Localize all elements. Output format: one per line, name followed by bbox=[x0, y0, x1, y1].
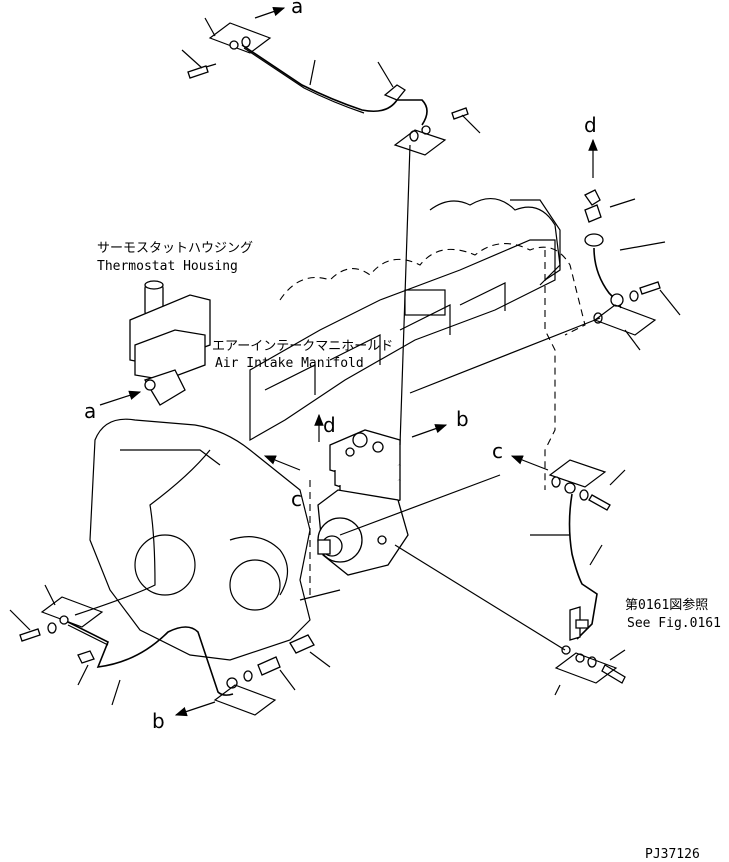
letter-c-left: c bbox=[291, 487, 302, 511]
top-tube-assembly bbox=[181, 17, 481, 446]
connection-arrows bbox=[99, 6, 598, 717]
letter-a-left: a bbox=[84, 399, 96, 423]
letter-c-right: c bbox=[492, 439, 503, 463]
see-fig-label-jp: 第0161図参照 bbox=[625, 597, 708, 613]
letter-d-top: d bbox=[584, 113, 597, 137]
letter-b-bottom: b bbox=[152, 709, 165, 733]
right-tube-assembly bbox=[339, 459, 626, 696]
engine-block bbox=[89, 198, 586, 661]
bottom-tube-assembly bbox=[9, 449, 331, 716]
letter-d-center: d bbox=[323, 413, 336, 437]
manifold-label-jp: エアーインテークマニホールド bbox=[212, 339, 393, 354]
see-fig-label-en: See Fig.0161 bbox=[627, 616, 721, 631]
right-union-assembly bbox=[409, 189, 681, 394]
letter-b-right: b bbox=[456, 407, 469, 431]
thermostat-housing bbox=[129, 280, 211, 406]
air-compressor bbox=[317, 429, 409, 576]
letter-a-top: a bbox=[291, 0, 303, 18]
drawing-code: PJ37126 bbox=[645, 847, 700, 862]
thermostat-label-en: Thermostat Housing bbox=[97, 259, 238, 274]
thermostat-label-jp: サーモスタットハウジング bbox=[97, 241, 253, 256]
manifold-label-en: Air Intake Manifold bbox=[215, 356, 364, 371]
